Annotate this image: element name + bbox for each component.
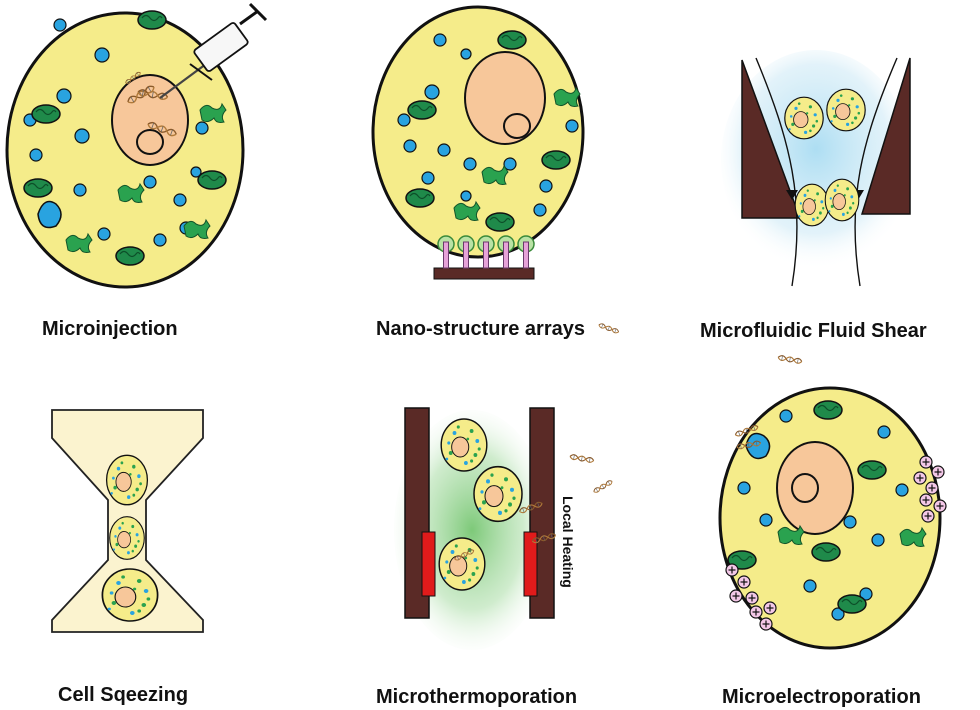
nano-structure-cell [371, 5, 585, 259]
local-heating-label: Local Heating [560, 496, 576, 588]
caption-microelectroporation: Microelectroporation [722, 686, 921, 708]
nano-needle-array [433, 235, 535, 280]
caption-nano-structure: Nano-structure arrays [376, 318, 585, 340]
thermoporation-channel [394, 407, 555, 650]
caption-microinjection: Microinjection [42, 318, 178, 340]
caption-fluid-shear: Microfluidic Fluid Shear [700, 320, 927, 342]
caption-cell-squeezing: Cell Sqeezing [58, 684, 189, 706]
syringe-icon [124, 2, 268, 99]
caption-microthermoporation: Microthermoporation [376, 686, 578, 708]
electroporation-cell [453, 322, 947, 650]
fluid-shear-channel [721, 50, 911, 287]
squeezing-channel [51, 409, 204, 633]
